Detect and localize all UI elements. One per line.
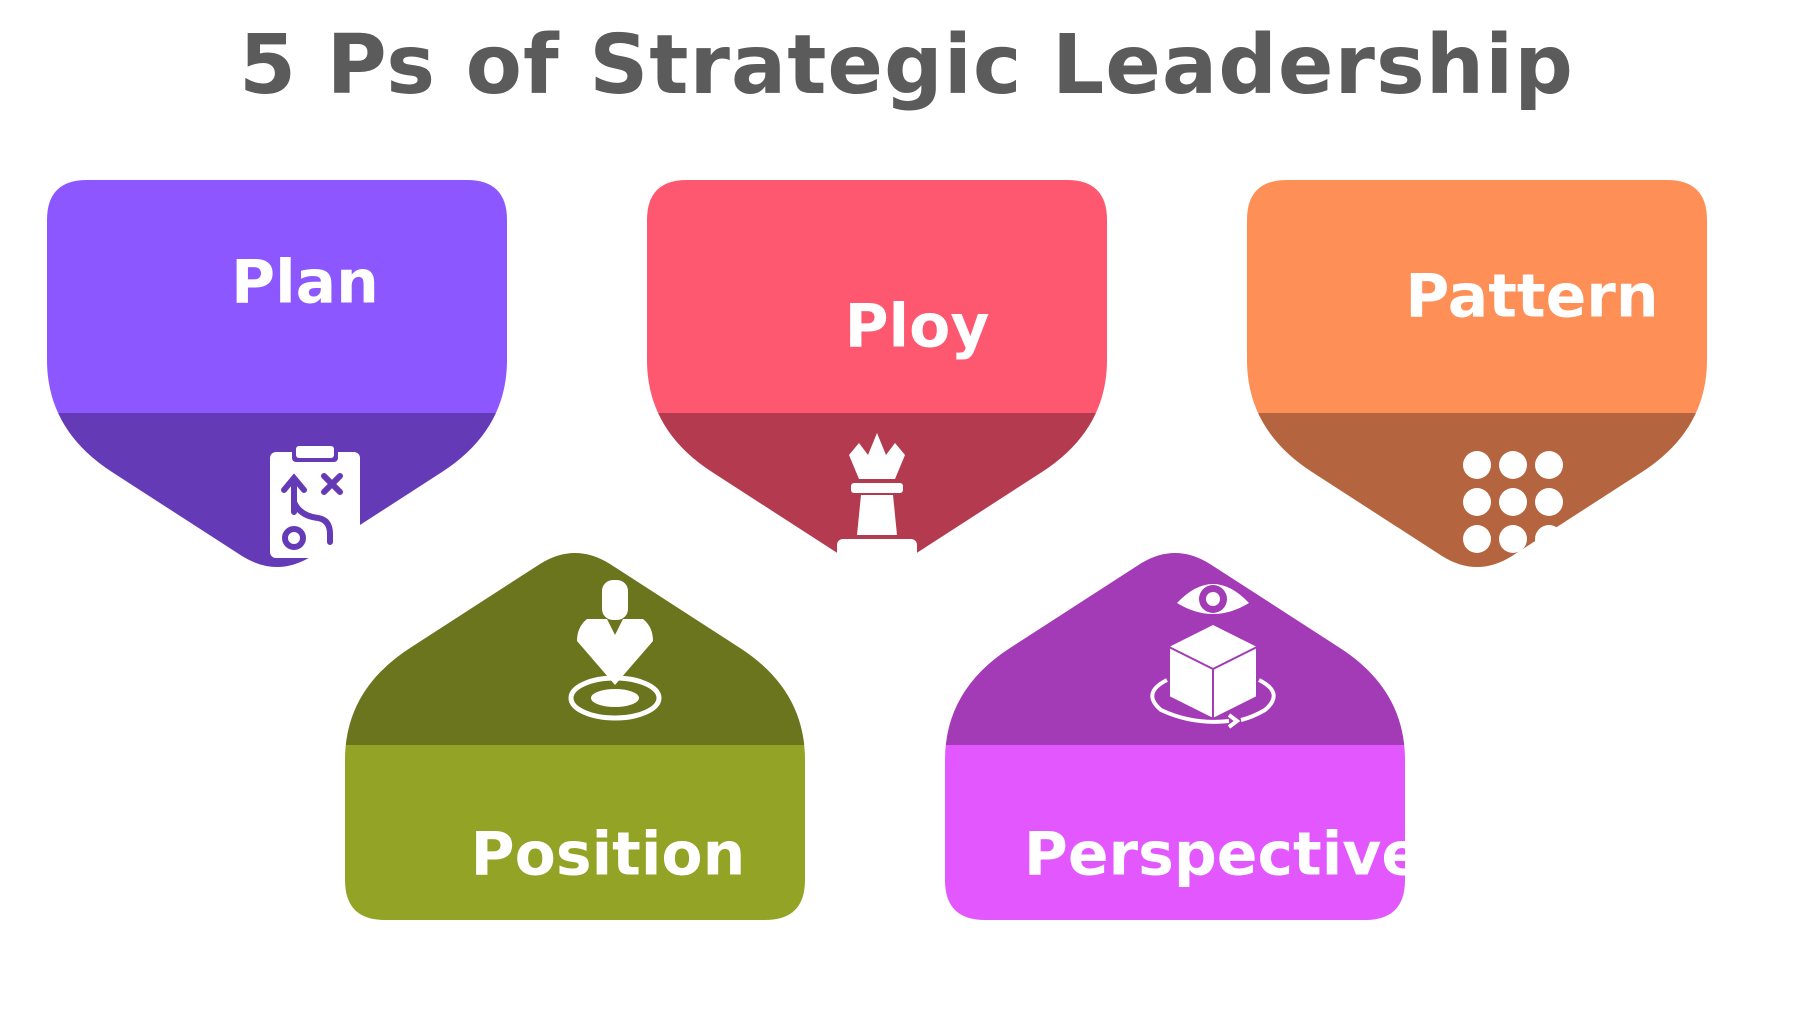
card-ploy: Ploy bbox=[647, 180, 1107, 569]
dot-grid-icon bbox=[1463, 451, 1563, 553]
strategy-clipboard-icon bbox=[270, 442, 360, 558]
person-location-icon bbox=[568, 580, 662, 721]
card-perspective-label: Perspective bbox=[1024, 820, 1422, 890]
card-plan-label: Plan bbox=[231, 248, 379, 318]
eye-cube-icon bbox=[1150, 584, 1276, 729]
chess-piece-icon bbox=[837, 433, 917, 569]
card-position-bottom bbox=[345, 745, 805, 920]
card-pattern-top bbox=[1247, 180, 1707, 413]
card-position-top bbox=[345, 553, 805, 745]
card-plan: Plan bbox=[47, 180, 507, 567]
card-perspective: Perspective bbox=[945, 553, 1422, 920]
card-ploy-top bbox=[647, 180, 1107, 413]
page-title: 5 Ps of Strategic Leadership bbox=[239, 18, 1574, 113]
card-position-label: Position bbox=[471, 820, 746, 890]
card-pattern-label: Pattern bbox=[1405, 262, 1658, 332]
card-position: Position bbox=[345, 553, 805, 920]
card-ploy-label: Ploy bbox=[845, 292, 990, 362]
card-plan-top bbox=[47, 180, 507, 413]
card-pattern: Pattern bbox=[1247, 180, 1707, 567]
card-perspective-bottom bbox=[945, 745, 1405, 920]
